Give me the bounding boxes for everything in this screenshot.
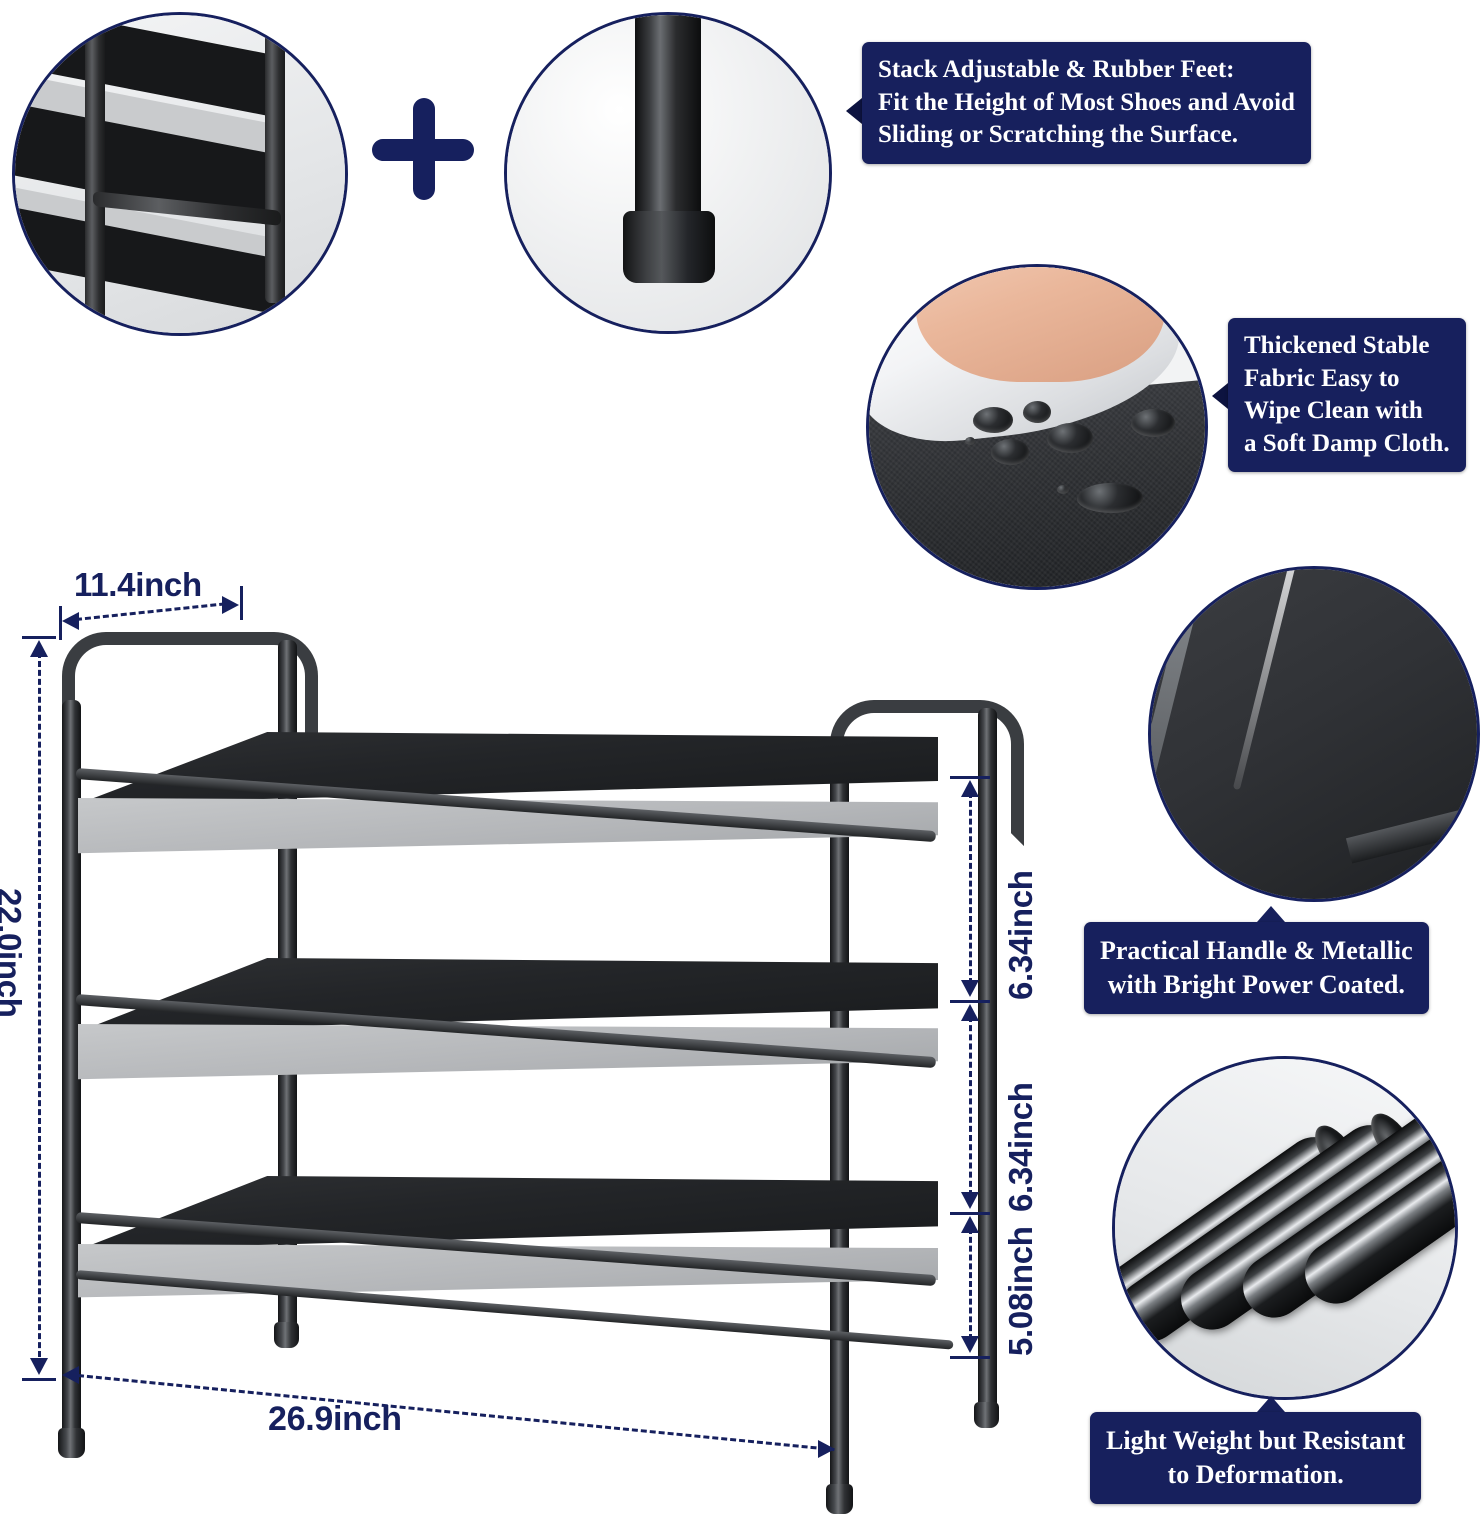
callout-line: with Bright Power Coated. [1107, 969, 1405, 999]
dim-tier-tick-2 [950, 1212, 990, 1215]
callout-light-weight: Light Weight but Resistant to Deformatio… [1090, 1412, 1422, 1504]
shelf-tier-3-top [78, 1176, 938, 1250]
callout-line: Practical Handle & Metallic [1100, 936, 1413, 965]
dim-tier-arrow-2-top [961, 1004, 979, 1021]
dim-height-arrow-top [30, 640, 48, 657]
dimension-tier-2-label: 6.34inch [1002, 1082, 1039, 1212]
dim-width-arrow-left [62, 1366, 79, 1384]
callout-line: Wipe Clean with [1244, 397, 1423, 424]
callout-stack-adjustable: Stack Adjustable & Rubber Feet: Fit the … [862, 42, 1311, 164]
dim-height-tick-bottom [22, 1378, 56, 1381]
dim-depth-tick-right [240, 586, 243, 620]
dimension-tier-1-label: 6.34inch [1002, 870, 1039, 1000]
leg-front-left [62, 700, 81, 1450]
callout-line: a Soft Damp Cloth. [1244, 429, 1450, 457]
callout-line: Fit the Height of Most Shoes and Avoid [878, 88, 1295, 116]
stacked-frame-photo [12, 12, 348, 336]
rubber-foot-photo [504, 12, 832, 334]
dim-tier-tick-3 [950, 1356, 990, 1359]
dim-tier-arrow-3-top [961, 1216, 979, 1233]
dim-tier-arrow-2-bottom [961, 1192, 979, 1209]
callout-line: Stack Adjustable & Rubber Feet: [878, 56, 1235, 83]
dim-depth-arrow-left [62, 612, 79, 630]
dimension-width-label: 26.9inch [268, 1400, 402, 1438]
dim-depth-tick-left [59, 606, 62, 640]
dim-tier-tick-0 [950, 776, 990, 779]
foot-front-right [826, 1484, 853, 1514]
callout-line: Thickened Stable [1244, 332, 1430, 359]
plus-symbol [372, 98, 474, 200]
callout-arrow-handle [1257, 906, 1285, 922]
steel-tubes-photo [1112, 1056, 1458, 1400]
dimension-depth-label: 11.4inch [74, 566, 202, 603]
callout-arrow-weight [1257, 1396, 1285, 1412]
dim-height-line [38, 652, 41, 1366]
fabric-wipe-photo [866, 264, 1208, 590]
dim-tier-arrow-3-bottom [961, 1336, 979, 1353]
callout-line: to Deformation. [1167, 1459, 1344, 1489]
dim-tier-arrow-1-top [961, 780, 979, 797]
shelf-tier-2-top [78, 958, 938, 1032]
leg-front-right [830, 766, 849, 1506]
dim-tier-line-3 [969, 1228, 972, 1340]
dimension-height-label: 22.0inch [0, 888, 28, 1018]
shoe-rack-product-photo [40, 580, 1024, 1514]
callout-arrow-stack [846, 98, 862, 124]
dim-depth-arrow-right [222, 596, 239, 614]
foot-back-left [274, 1322, 299, 1348]
dim-tier-tick-1 [950, 1000, 990, 1003]
handle-corner-photo [1148, 566, 1480, 902]
callout-thickened-fabric: Thickened Stable Fabric Easy to Wipe Cle… [1228, 318, 1466, 472]
callout-arrow-fabric [1212, 383, 1228, 409]
callout-practical-handle: Practical Handle & Metallic with Bright … [1084, 922, 1429, 1014]
callout-line: Light Weight but Resistant [1106, 1426, 1406, 1455]
foot-back-right [974, 1402, 999, 1428]
dim-tier-line-2 [969, 1016, 972, 1196]
leg-back-right [978, 708, 997, 1420]
callout-line: Fabric Easy to [1244, 364, 1400, 392]
foot-front-left [58, 1428, 85, 1458]
dim-height-arrow-bottom [30, 1358, 48, 1375]
dim-height-tick-top [22, 636, 56, 639]
dim-tier-line-1 [969, 792, 972, 984]
callout-line: Sliding or Scratching the Surface. [878, 121, 1238, 148]
dim-tier-arrow-1-bottom [961, 980, 979, 997]
dimension-tier-3-label: 5.08inch [1002, 1226, 1039, 1356]
dim-width-arrow-right [818, 1440, 835, 1458]
